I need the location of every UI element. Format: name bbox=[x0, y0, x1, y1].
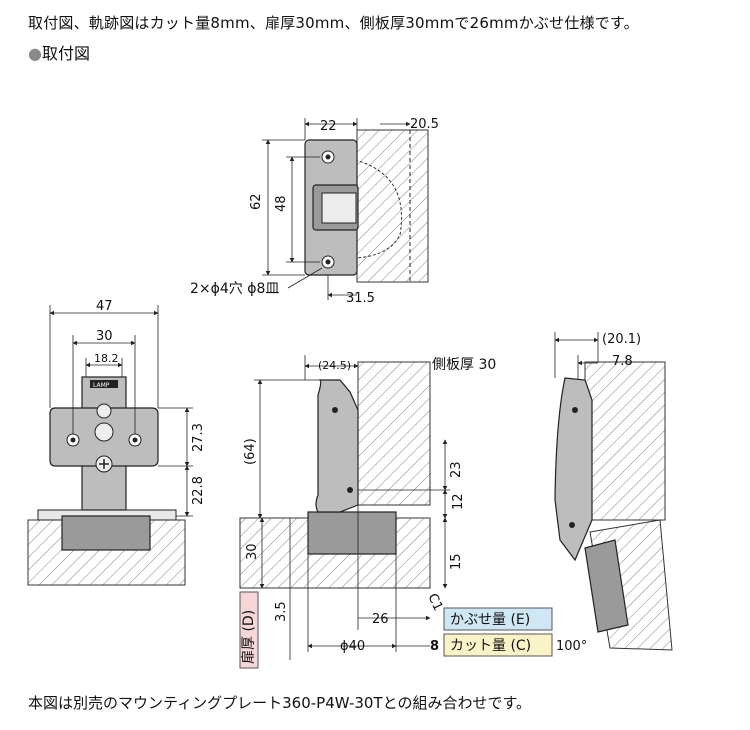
dim-30-text: 30 bbox=[96, 329, 113, 344]
dim-inner-text: 48 bbox=[274, 195, 289, 212]
open-view: (20.1) 7.8 100° bbox=[554, 332, 673, 654]
screw-icon bbox=[94, 422, 114, 442]
dim-bottom-text: 31.5 bbox=[346, 291, 375, 306]
dim-18-text: 18.2 bbox=[94, 352, 119, 365]
dim-door-text: 30 bbox=[245, 543, 260, 560]
arc-trace bbox=[354, 159, 402, 259]
dim-width-text: 22 bbox=[320, 119, 337, 134]
dim-27-text: 27.3 bbox=[191, 423, 206, 452]
bullet-icon: ● bbox=[28, 44, 42, 63]
side-view: (24.5) 側板厚 30 (64) 23 12 15 30 3.5 26 ϕ4… bbox=[239, 355, 553, 669]
side-panel-top bbox=[356, 129, 429, 283]
hole-label: 2×ϕ4穴 ϕ8皿 bbox=[190, 281, 279, 297]
overlay-label: かぶせ量 (E) bbox=[450, 612, 530, 628]
overlay-box bbox=[443, 607, 553, 631]
dim-15-text: 15 bbox=[449, 553, 464, 570]
dim-24-text: (24.5) bbox=[318, 359, 351, 372]
section-title: ●取付図 bbox=[28, 40, 90, 64]
section-title-text: 取付図 bbox=[41, 44, 90, 63]
hinge-arm-open bbox=[554, 377, 593, 562]
dim-47-text: 47 bbox=[96, 299, 113, 314]
door-thickness-box bbox=[239, 591, 259, 669]
side-panel-open bbox=[584, 361, 666, 521]
footer-note: 本図は別売のマウンティングプレート360-P4W-30Tとの組み合わせです。 bbox=[28, 694, 531, 712]
dim-23-text: 23 bbox=[449, 461, 464, 478]
chamfer-text: C1 bbox=[424, 591, 445, 613]
dim-outer-text: 62 bbox=[249, 193, 264, 210]
dim-7-text: 7.8 bbox=[612, 354, 633, 369]
angle-text: 100° bbox=[556, 639, 587, 654]
cut-box bbox=[443, 633, 553, 657]
hinge-cup-open bbox=[584, 539, 629, 633]
dim-20-text: (20.1) bbox=[602, 332, 641, 347]
side-panel bbox=[357, 361, 431, 506]
dim-offset-text: 20.5 bbox=[410, 117, 439, 132]
top-view: 22 20.5 62 48 31.5 2×ϕ4穴 ϕ8皿 bbox=[190, 117, 439, 306]
dim-26-text: 26 bbox=[372, 612, 389, 627]
front-view: LAMP 47 30 18.2 27.3 22.8 bbox=[27, 299, 206, 586]
brand-badge bbox=[90, 380, 118, 388]
hinge-arm-side bbox=[315, 379, 359, 513]
dim-22-text: 22.8 bbox=[191, 476, 206, 505]
cut-label: カット量 (C) bbox=[450, 638, 531, 654]
brand-text: LAMP bbox=[93, 382, 110, 389]
dim-40-text: ϕ40 bbox=[340, 639, 365, 654]
dim-12-text: 12 bbox=[451, 493, 466, 510]
hinge-cup bbox=[61, 515, 151, 551]
door-thickness-label: 扉厚 (D) bbox=[241, 610, 257, 664]
hinge-cup-side bbox=[307, 511, 397, 555]
dim-35-text: 3.5 bbox=[274, 601, 289, 622]
screw-icon bbox=[96, 403, 112, 419]
header-description: 取付図、軌跡図はカット量8mm、扉厚30mm、側板厚30mmで26mmかぶせ仕様… bbox=[28, 14, 639, 32]
dim-8-text: 8 bbox=[430, 639, 439, 654]
panel-thickness-label: 側板厚 30 bbox=[432, 357, 496, 373]
dim-64-text: (64) bbox=[243, 438, 258, 465]
